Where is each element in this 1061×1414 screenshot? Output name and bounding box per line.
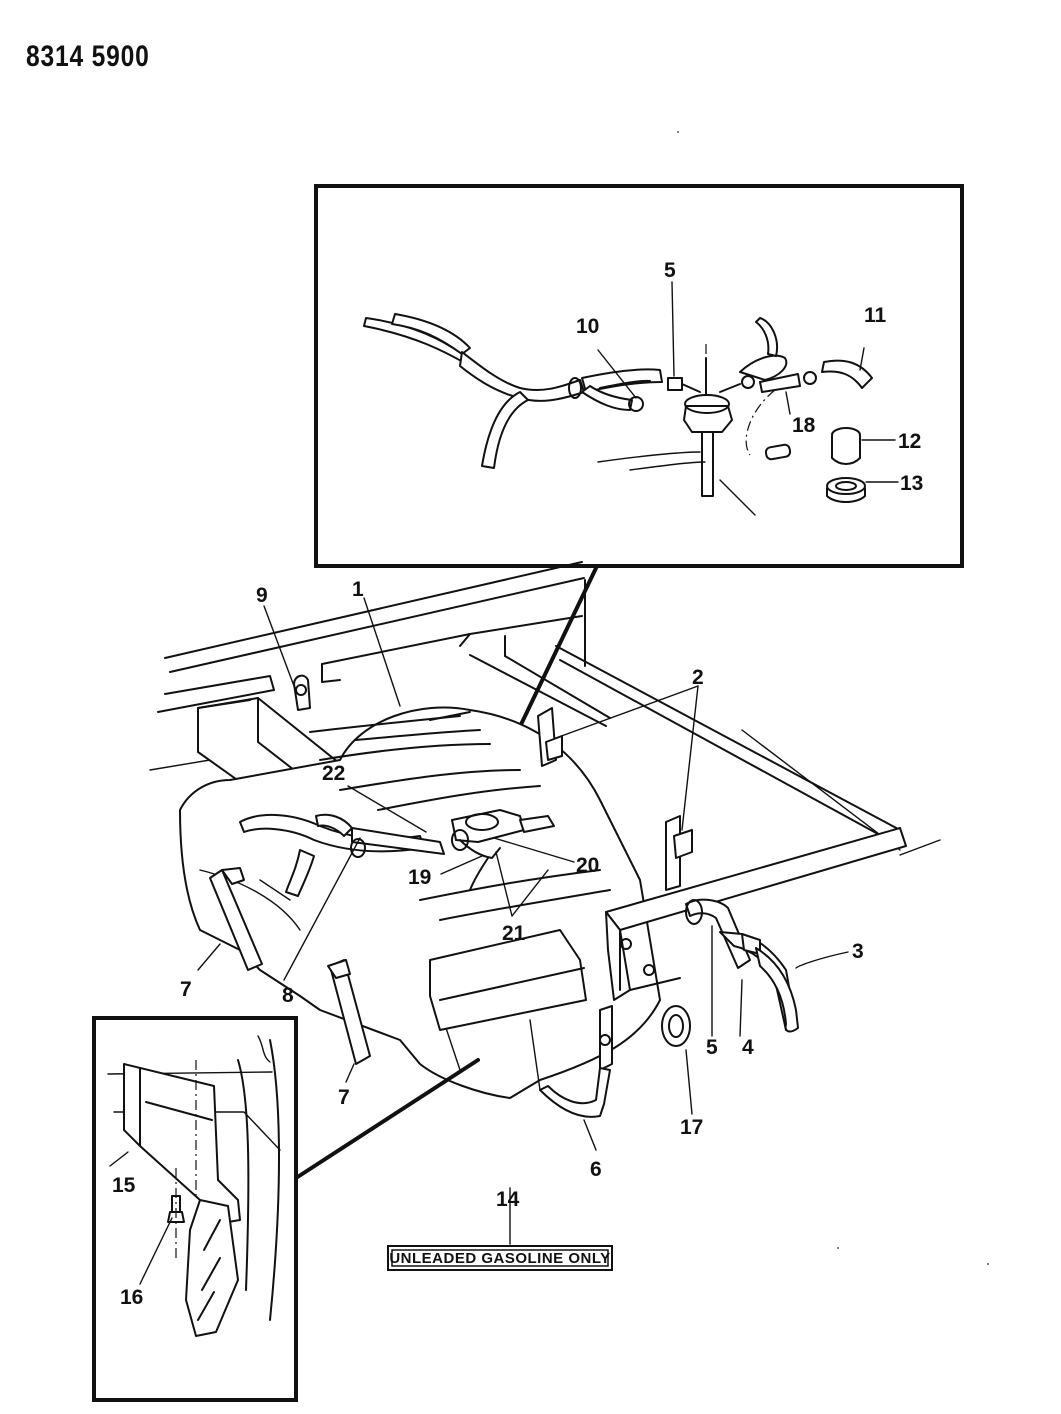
inset-leader-bottom xyxy=(294,1058,480,1180)
callout-2: 2 xyxy=(692,666,704,689)
callout-22: 22 xyxy=(322,762,345,785)
callout-5: 5 xyxy=(706,1036,718,1059)
callout-4: 4 xyxy=(742,1036,754,1059)
main-assembly xyxy=(149,561,941,1118)
decal-text: UNLEADED GASOLINE ONLY xyxy=(389,1250,610,1267)
callout-18: 18 xyxy=(792,414,816,437)
bracket-detail-inset xyxy=(92,1016,298,1402)
callout-19: 19 xyxy=(408,866,431,889)
callout-17: 17 xyxy=(680,1116,703,1139)
callout-12: 12 xyxy=(898,430,921,453)
callout-11: 11 xyxy=(864,304,887,327)
callout-7-left: 7 xyxy=(180,978,192,1001)
unleaded-decal: UNLEADED GASOLINE ONLY xyxy=(387,1245,613,1271)
callout-8: 8 xyxy=(282,984,294,1007)
top-detail-inset xyxy=(314,184,964,568)
callout-20: 20 xyxy=(576,854,599,877)
callout-3: 3 xyxy=(852,940,864,963)
callout-16: 16 xyxy=(120,1286,143,1309)
document-id: 8314 5900 xyxy=(26,40,150,73)
callout-leaders xyxy=(197,597,849,1245)
callout-15: 15 xyxy=(112,1174,136,1197)
callout-5-inset: 5 xyxy=(664,259,676,282)
callout-6: 6 xyxy=(590,1158,602,1181)
callout-1: 1 xyxy=(352,578,364,601)
callout-21: 21 xyxy=(502,922,526,945)
callout-labels: 5 10 11 18 12 13 1 9 2 22 19 20 21 3 4 5… xyxy=(112,259,923,1309)
callout-13: 13 xyxy=(900,472,923,495)
callout-14: 14 xyxy=(496,1188,520,1211)
callout-10: 10 xyxy=(576,315,599,338)
callout-7-center: 7 xyxy=(338,1086,350,1109)
callout-9: 9 xyxy=(256,584,268,607)
